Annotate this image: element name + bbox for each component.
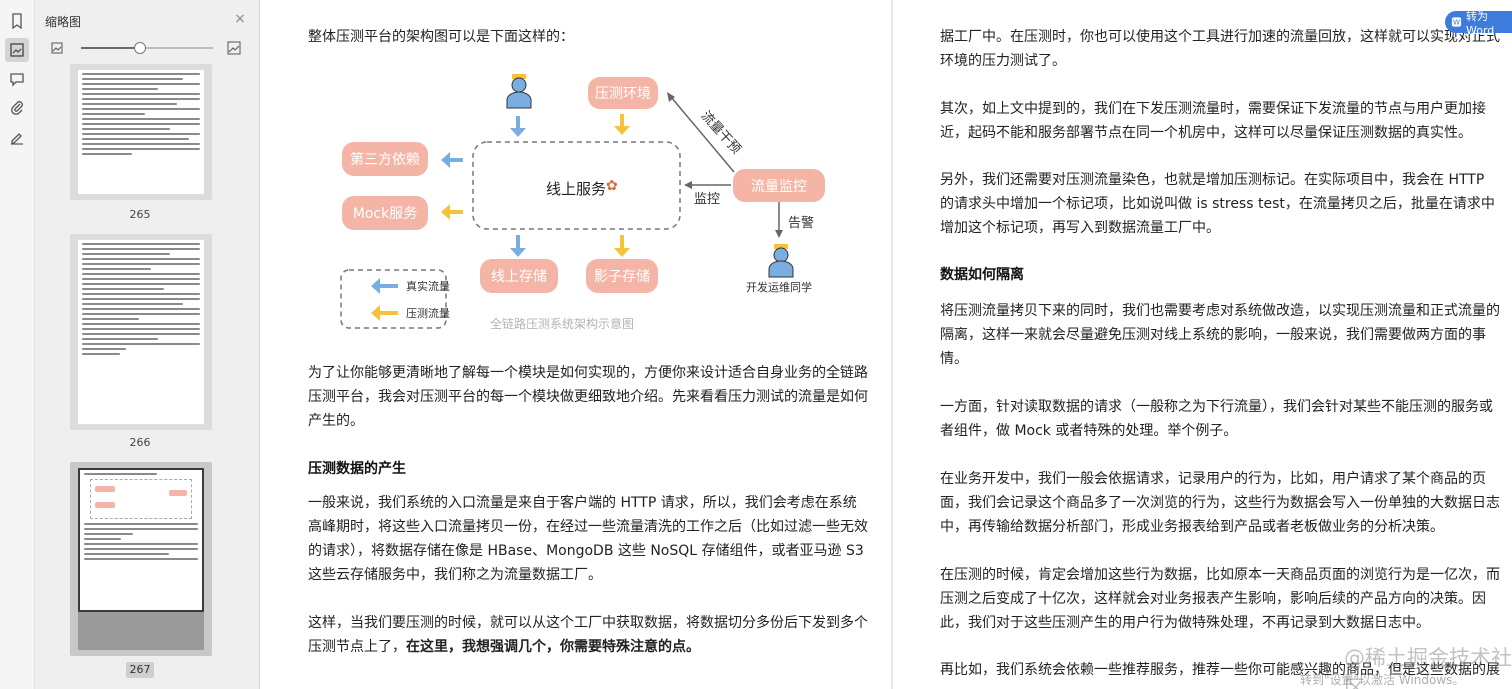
left-icon-bar (0, 0, 35, 689)
r-para-7-line-2: 压测之后变成了十亿次，这样就会对业务报表产生影响，影响后续的产品方向的决策。因 (940, 591, 1486, 607)
para-3-line-1: 这样，当我们要压测的时候，就可以从这个工厂中获取数据，将数据切分多份后下发到多个 (308, 615, 868, 631)
box-third-party: 第三方依赖 (342, 142, 428, 176)
legend-test-traffic: 压测流量 (406, 307, 450, 320)
label-alarm: 告警 (788, 216, 815, 231)
thumbnail-page-265[interactable] (70, 64, 212, 200)
center-online-service: 线上服务 (546, 180, 607, 198)
thumbnail-page-number-current: 267 (126, 662, 154, 678)
architecture-diagram: 压测环境 第三方依赖 Mock服务 流量监控 线上存储 影子存储 线上服务 ✿ … (338, 72, 833, 337)
heading-data-generation: 压测数据的产生 (308, 461, 406, 477)
thumbnail-page-number: 265 (129, 208, 151, 221)
r-para-8-line-1: 再比如，我们系统会依赖一些推荐服务，推荐一些你可能感兴趣的商品，但是这些数据的展 (940, 662, 1500, 678)
r-para-3-line-2: 的请求头中增加一个标记项，比如说叫做 is stress test，在流量拷贝之… (940, 196, 1495, 212)
box-mock-service: Mock服务 (342, 196, 428, 230)
para-3-emphasis: 在这里，我想强调几个，你需要特殊注意的点。 (406, 639, 700, 655)
diagram-lines (340, 92, 783, 329)
r-para-5-line-1: 一方面，针对读取数据的请求（一般称之为下行流量），我们会针对某些不能压测的服务或 (940, 399, 1493, 415)
plant-icon: ✿ (606, 178, 618, 194)
ops-person-icon (768, 244, 794, 278)
document-view[interactable]: 整体压测平台的架构图可以是下面这样的： (260, 0, 1512, 689)
r-para-4-line-2: 隔离，这样一来就会尽量避免压测对线上系统的影响，一般来说，我们需要做两方面的事 (940, 327, 1486, 343)
r-para-4-line-3: 情。 (940, 351, 968, 367)
r-para-3-line-1: 另外，我们还需要对压测流量染色，也就是增加压测标记。在实际项目中，我会在 HTT… (940, 172, 1485, 188)
r-para-2-line-1: 其次，如上文中提到的，我们在下发压测流量时，需要保证下发流量的节点与用户更加接 (940, 101, 1486, 117)
legend-real-traffic: 真实流量 (406, 280, 450, 293)
para-1-line-3: 产生的。 (308, 413, 364, 429)
para-2-line-4: 这些云存储服务中，我们称之为流量数据工厂。 (308, 567, 602, 583)
r-para-1-line-1: 据工厂中。在压测时，你也可以使用这个工具进行加速的流量回放，这样就可以实现对正式 (940, 29, 1500, 45)
diagram-intro: 整体压测平台的架构图可以是下面这样的： (308, 29, 574, 45)
person-icon (506, 74, 532, 109)
box-traffic-monitor: 流量监控 (733, 169, 825, 202)
page-left: 整体压测平台的架构图可以是下面这样的： (260, 0, 891, 689)
box-online-storage: 线上存储 (480, 259, 558, 293)
para-2-line-2: 高峰期时，将这些入口流量拷贝一份，在经过一些流量清洗的工作之后（比如过滤一些无效 (308, 519, 868, 535)
para-1-line-1: 为了让你能够更清晰地了解每一个模块是如何实现的，方便你来设计适合自身业务的全链路 (308, 365, 868, 381)
diagram-caption: 全链路压测系统架构示意图 (490, 317, 635, 331)
attachment-icon[interactable] (5, 96, 29, 120)
comment-icon[interactable] (5, 67, 29, 91)
r-para-6-line-3: 中，再传输给数据分析部门，形成业务报表给到产品或者老板做业务的分析决策。 (940, 519, 1444, 535)
convert-to-word-button[interactable]: W 转为Word (1445, 10, 1512, 37)
thumbnail-preview-current (78, 468, 204, 612)
heading-data-isolation: 数据如何隔离 (940, 267, 1024, 283)
label-monitor: 监控 (694, 192, 721, 207)
r-para-7-line-3: 此，我们对于这些压测产生的用户行为做特殊处理，不再记录到大数据日志中。 (940, 615, 1430, 631)
r-para-7-line-1: 在压测的时候，肯定会增加这些行为数据，比如原本一天商品页面的浏览行为是一亿次，而 (940, 567, 1500, 583)
r-para-4-line-1: 将压测流量拷贝下来的同时，我们也需要考虑对系统做改造，以实现压测流量和正式流量的 (940, 303, 1500, 319)
image-large-icon[interactable] (227, 41, 241, 55)
thumbnail-icon[interactable] (5, 38, 29, 62)
svg-text:W: W (1453, 18, 1460, 27)
word-icon: W (1451, 17, 1462, 27)
para-2-line-3: 的请求），将数据存储在像是 HBase、MongoDB 这些 NoSQL 存储组… (308, 543, 864, 559)
r-para-6-line-2: 面，我们会记录这个商品多了一次浏览的行为，这些行为数据会写入一份单独的大数据日志 (940, 495, 1500, 511)
r-para-3-line-3: 增加这个标记项，再写入到数据流量工厂中。 (940, 220, 1220, 236)
image-small-icon[interactable] (51, 42, 63, 54)
label-ops-team: 开发运维同学 (746, 281, 812, 294)
para-2-line-1: 一般来说，我们系统的入口流量是来自于客户端的 HTTP 请求，所以，我们会考虑在… (308, 495, 857, 511)
r-para-1-line-2: 环境的压力测试了。 (940, 53, 1066, 69)
para-3-line-2: 压测节点上了，在这里，我想强调几个，你需要特殊注意的点。 (308, 635, 700, 659)
slider-handle[interactable] (134, 42, 147, 54)
thumbnail-preview (78, 240, 204, 424)
thumbnail-overflow (78, 612, 204, 650)
thumbnail-page-266[interactable] (70, 234, 212, 430)
thumbnail-panel: 缩略图 × 265 (35, 0, 260, 689)
site-watermark: @稀土掘金技术社区 (1344, 646, 1512, 689)
para-1-line-2: 压测平台，我会对压测平台的每一个模块做更细致地介绍。先来看看压力测试的流量是如何 (308, 389, 868, 405)
bookmark-icon[interactable] (5, 9, 29, 33)
slider-fill (81, 47, 141, 49)
r-para-6-line-1: 在业务开发中，我们一般会依据请求，记录用户的行为，比如，用户请求了某个商品的页 (940, 471, 1486, 487)
convert-to-word-label: 转为Word (1465, 9, 1495, 37)
thumbnail-page-number: 266 (129, 436, 151, 449)
page-right: 据工厂中。在压测时，你也可以使用这个工具进行加速的流量回放，这样就可以实现对正式… (893, 0, 1512, 689)
windows-activation-notice: 转到"设置"以激活 Windows。 (1300, 673, 1465, 687)
thumbnail-page-267[interactable] (70, 462, 212, 656)
close-icon[interactable]: × (234, 11, 246, 27)
r-para-2-line-2: 近，起码不能和服务部署节点在同一个机房中，这样可以尽量保证压测数据的真实性。 (940, 125, 1472, 141)
thumbnail-zoom-control (49, 40, 249, 56)
para-3-normal: 压测节点上了， (308, 639, 406, 655)
thumbnail-preview (78, 70, 204, 194)
signature-icon[interactable] (5, 125, 29, 149)
thumbnail-zoom-slider[interactable] (81, 42, 213, 54)
panel-title: 缩略图 (45, 15, 82, 29)
box-shadow-storage: 影子存储 (586, 259, 658, 293)
r-para-5-line-2: 者组件，做 Mock 或者特殊的处理。举个例子。 (940, 423, 1238, 439)
box-test-env: 压测环境 (588, 77, 658, 109)
